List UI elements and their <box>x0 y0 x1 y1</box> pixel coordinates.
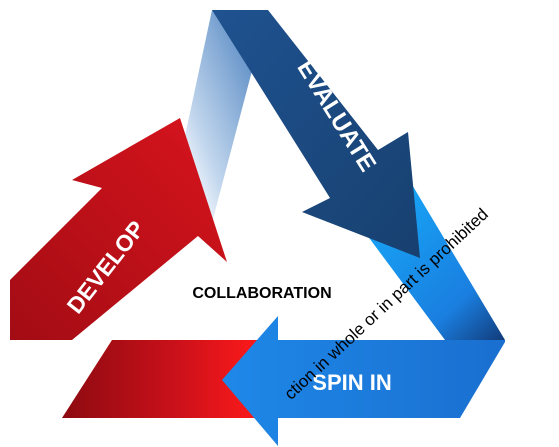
spin-in-label: SPIN IN <box>312 370 391 395</box>
center-label: COLLABORATION <box>192 285 331 302</box>
develop-arrow <box>10 118 227 340</box>
evaluate-arrow <box>212 10 420 258</box>
spin-in-arrow <box>222 316 505 446</box>
bottom-band <box>62 340 262 418</box>
